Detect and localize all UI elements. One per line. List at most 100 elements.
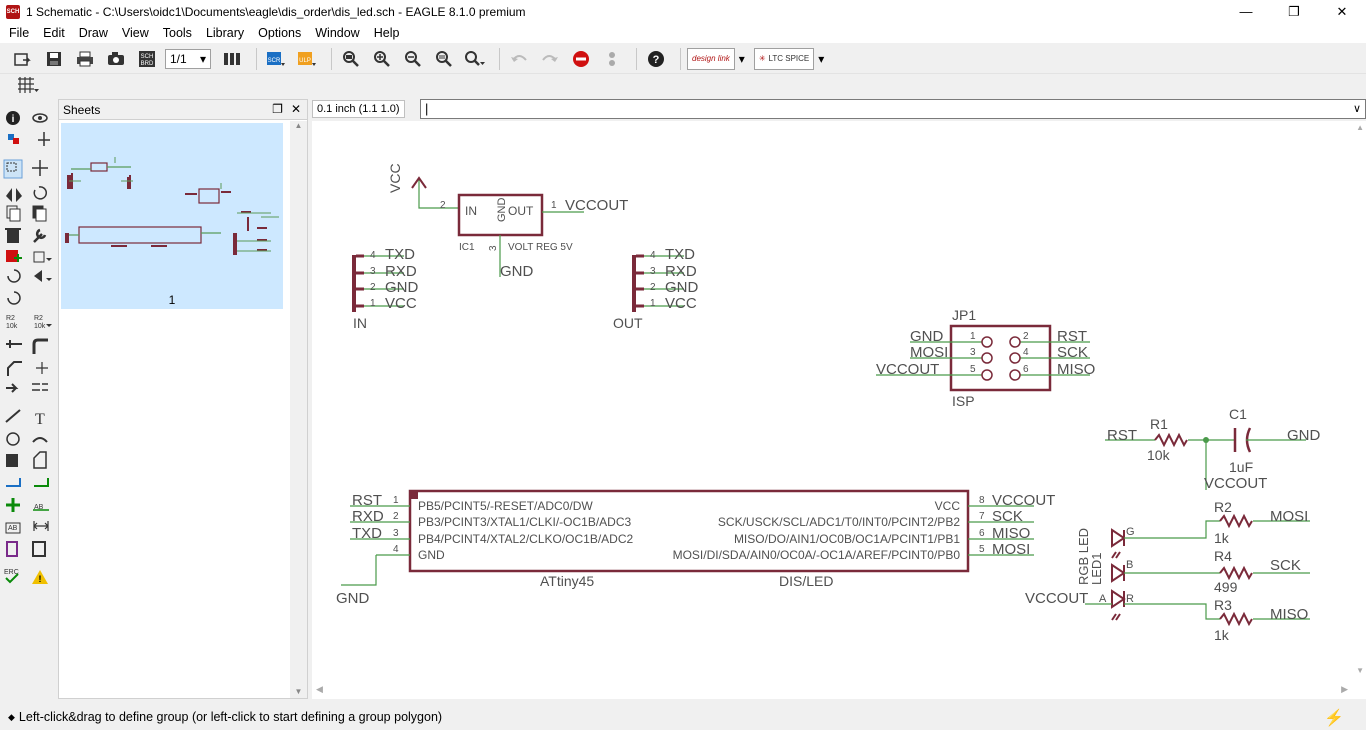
script-icon[interactable]: SCR bbox=[263, 47, 289, 71]
zoom-select-icon[interactable] bbox=[462, 47, 488, 71]
menu-tools[interactable]: Tools bbox=[162, 26, 192, 40]
help-icon[interactable]: ? bbox=[643, 47, 669, 71]
undo-icon[interactable] bbox=[506, 47, 532, 71]
svg-text:10k: 10k bbox=[6, 323, 18, 330]
menu-file[interactable]: File bbox=[9, 26, 30, 40]
pin-name: MISO/DO/AIN1/OC0B/OC1A/PCINT1/PB1 bbox=[734, 532, 960, 546]
net-label: MOSI bbox=[1270, 508, 1308, 525]
close-icon[interactable]: ✕ bbox=[290, 102, 301, 116]
header-in[interactable]: 4 3 2 1 TXD RXD GND VCC IN bbox=[352, 246, 419, 331]
print-icon[interactable] bbox=[72, 47, 98, 71]
sheet-number[interactable]: 1 bbox=[61, 291, 283, 309]
voltage-regulator-ic1[interactable]: VCC 2 IN OUT GND 1 VCCOUT IC1 VOLT REG 5… bbox=[387, 163, 628, 280]
net-label: VCCOUT bbox=[1204, 475, 1267, 492]
schematic-canvas[interactable]: VCC 2 IN OUT GND 1 VCCOUT IC1 VOLT REG 5… bbox=[312, 121, 1366, 699]
net-label: SCK bbox=[1057, 344, 1088, 361]
sheet-thumbnail[interactable] bbox=[61, 123, 283, 291]
resistor-r2[interactable]: R2 1k MOSI bbox=[1214, 499, 1310, 546]
r4-name: R4 bbox=[1214, 548, 1232, 564]
resistor-r3[interactable]: R3 1k MISO bbox=[1214, 597, 1310, 643]
resistor-r1[interactable]: RST R1 10k bbox=[1105, 416, 1188, 463]
scroll-down-icon[interactable]: ▼ bbox=[1356, 666, 1364, 675]
r1-symbol bbox=[1154, 434, 1188, 446]
wire bbox=[1015, 341, 1090, 376]
attiny45-ic[interactable]: PB5/PCINT5/-RESET/ADC0/DW PB3/PCINT3/XTA… bbox=[336, 489, 1055, 607]
vcc-arrow-icon bbox=[411, 176, 427, 189]
design-link-button[interactable]: design link bbox=[687, 47, 735, 70]
rgb-led-led1[interactable]: RGB LED LED1 VCCOUT G B R A bbox=[1025, 520, 1220, 621]
menu-help[interactable]: Help bbox=[373, 26, 400, 40]
save-icon[interactable] bbox=[41, 47, 67, 71]
chevron-down-icon[interactable]: ∨ bbox=[1352, 103, 1361, 115]
grid-icon[interactable] bbox=[16, 76, 40, 97]
net-label: RST bbox=[352, 492, 382, 509]
chevron-down-icon[interactable]: ▾ bbox=[738, 51, 745, 66]
pin-number: 4 bbox=[1023, 347, 1029, 358]
redo-icon[interactable] bbox=[537, 47, 563, 71]
header-out-name: OUT bbox=[613, 315, 643, 331]
pin-name: GND bbox=[418, 548, 445, 562]
open-file-icon[interactable] bbox=[10, 47, 36, 71]
net-label: MISO bbox=[992, 525, 1030, 542]
resistor-r4[interactable]: R4 499 SCK bbox=[1214, 548, 1310, 595]
stop-icon[interactable] bbox=[568, 47, 594, 71]
zoom-fit-icon[interactable] bbox=[338, 47, 364, 71]
canvas-hscrollbar[interactable]: ◀ ▶ bbox=[312, 683, 1352, 698]
close-icon[interactable]: ✕ bbox=[1336, 3, 1348, 19]
ltspice-button[interactable]: ✳LTC SPICE bbox=[753, 47, 815, 70]
cam-processor-icon[interactable] bbox=[103, 47, 129, 71]
scroll-left-icon[interactable]: ◀ bbox=[316, 684, 323, 694]
zoom-redraw-icon[interactable] bbox=[431, 47, 457, 71]
command-input[interactable]: | ∨ bbox=[420, 99, 1366, 119]
menu-library[interactable]: Library bbox=[205, 26, 245, 40]
net-label: MOSI bbox=[910, 344, 948, 361]
svg-text:10k: 10k bbox=[34, 323, 46, 330]
menu-window[interactable]: Window bbox=[315, 26, 360, 40]
ltspice-logo-icon: ✳ bbox=[758, 54, 766, 63]
toolbar-separator bbox=[499, 47, 500, 70]
r3-value: 1k bbox=[1214, 627, 1230, 643]
chevron-down-icon[interactable]: ▾ bbox=[818, 51, 825, 66]
net-label: TXD bbox=[665, 246, 695, 263]
sheets-scrollbar[interactable]: ▲ ▼ bbox=[290, 121, 307, 698]
zoom-out-icon[interactable] bbox=[400, 47, 426, 71]
menu-draw[interactable]: Draw bbox=[78, 26, 108, 40]
svg-text:AB: AB bbox=[34, 504, 44, 511]
run-ulp-icon[interactable]: ULP bbox=[294, 47, 320, 71]
undock-icon[interactable]: ❐ bbox=[272, 102, 283, 116]
r1-value: 10k bbox=[1147, 447, 1171, 463]
zoom-in-icon[interactable] bbox=[369, 47, 395, 71]
menu-options[interactable]: Options bbox=[258, 26, 302, 40]
net-label: GND bbox=[665, 279, 699, 296]
scroll-down-icon[interactable]: ▼ bbox=[294, 687, 303, 696]
lightning-icon[interactable]: ⚡ bbox=[1324, 710, 1344, 727]
eagle-app-icon: SCH bbox=[6, 4, 20, 19]
led-pin-r: R bbox=[1126, 593, 1134, 605]
toolbar-separator bbox=[256, 47, 257, 70]
capacitor-c1[interactable]: C1 1uF GND VCCOUT bbox=[1188, 406, 1321, 492]
schematic-drawing: VCC 2 IN OUT GND 1 VCCOUT IC1 VOLT REG 5… bbox=[336, 163, 1321, 643]
ltspice-label: LTC SPICE bbox=[768, 54, 810, 63]
net-label: TXD bbox=[352, 525, 382, 542]
net-label: RXD bbox=[665, 263, 697, 280]
pin-number: 1 bbox=[370, 298, 376, 309]
menu-view[interactable]: View bbox=[121, 26, 149, 40]
svg-text:!: ! bbox=[39, 574, 42, 584]
isp-header-jp1[interactable]: JP1 1 3 5 2 4 6 GND MOSI VCCOUT RST SCK … bbox=[876, 307, 1095, 409]
header-out[interactable]: 4 3 2 1 TXD RXD GND VCC OUT bbox=[613, 246, 699, 331]
go-icon[interactable] bbox=[599, 47, 625, 71]
scroll-right-icon[interactable]: ▶ bbox=[1341, 684, 1348, 694]
sheet-thumbnails-icon[interactable] bbox=[219, 47, 245, 71]
r3-symbol bbox=[1219, 613, 1253, 625]
minimize-icon[interactable]: ― bbox=[1239, 4, 1253, 19]
restore-icon[interactable]: ❐ bbox=[1288, 3, 1300, 19]
reg-out-label: OUT bbox=[508, 204, 534, 218]
menu-edit[interactable]: Edit bbox=[43, 26, 65, 40]
sheet-select[interactable]: 1/1▾ bbox=[165, 48, 211, 69]
scroll-up-icon[interactable]: ▲ bbox=[294, 121, 303, 130]
header-in-name: IN bbox=[353, 315, 367, 331]
wire bbox=[1124, 520, 1220, 620]
scroll-up-icon[interactable]: ▲ bbox=[1356, 123, 1364, 132]
vcc-label: VCC bbox=[387, 163, 403, 193]
